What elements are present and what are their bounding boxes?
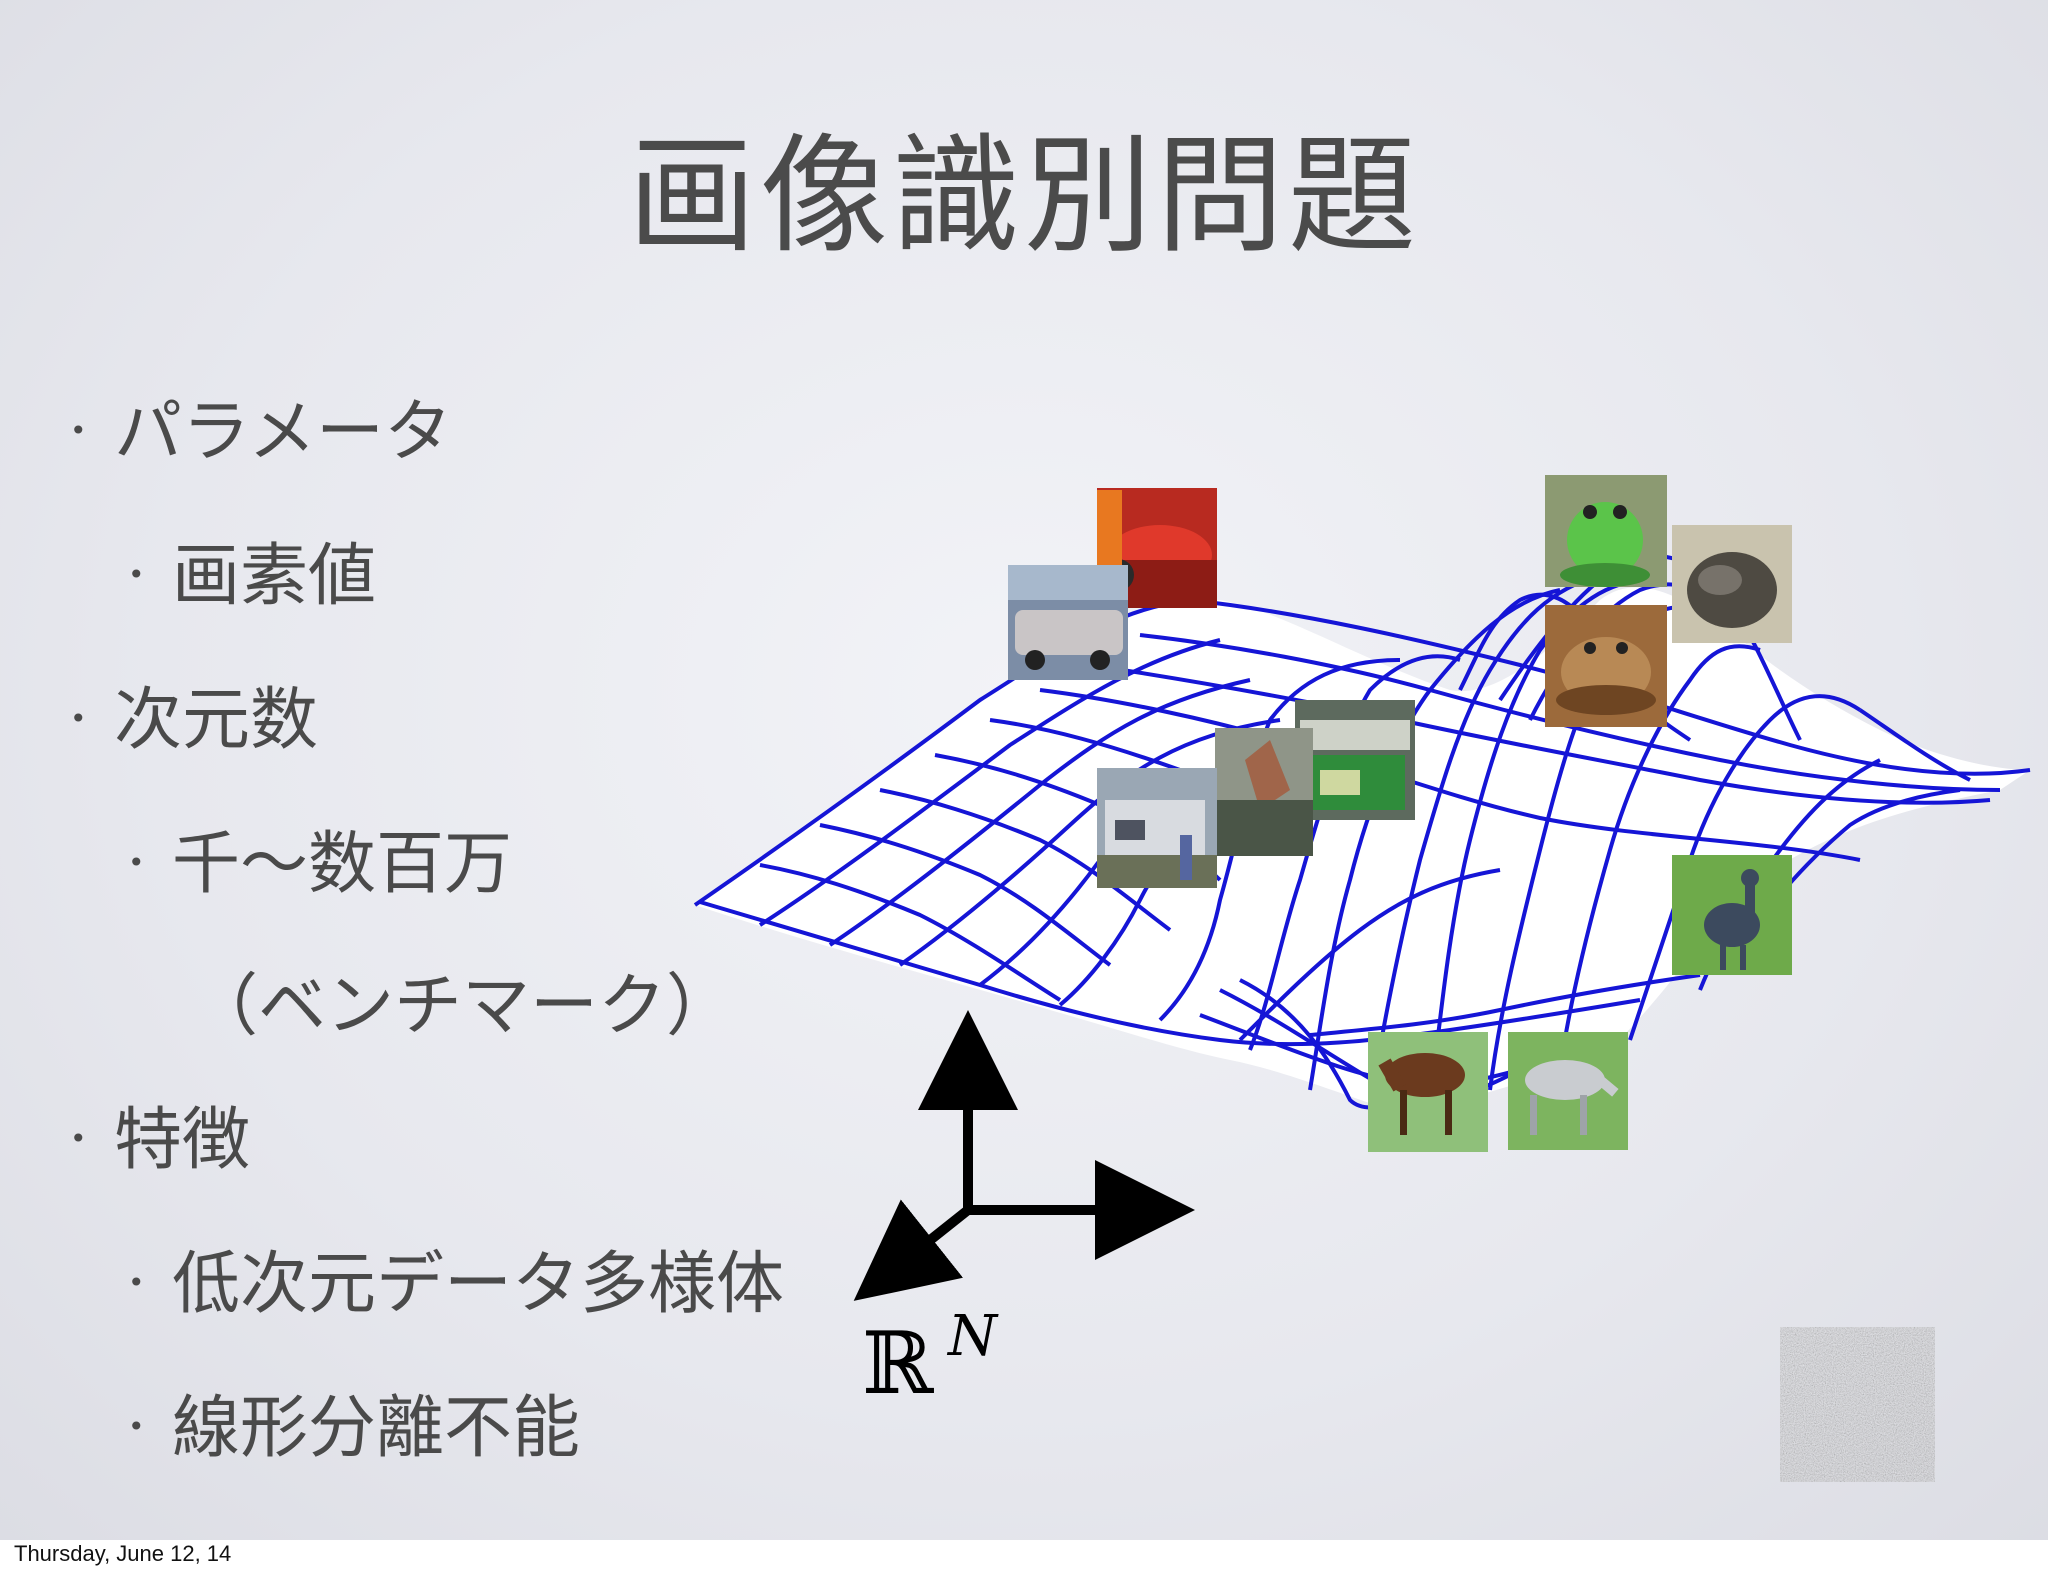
truck-crane-icon bbox=[1215, 728, 1313, 856]
manifold-figure: ℝ N bbox=[693, 475, 2031, 1482]
bullet-item: • 画素値 bbox=[128, 520, 376, 619]
bullet-item: • パラメータ bbox=[70, 376, 452, 475]
bullet-item: • 次元数 bbox=[70, 664, 318, 763]
bullet-text: 千〜数百万 bbox=[172, 825, 513, 904]
horse-white-icon bbox=[1508, 1032, 1628, 1150]
bullet-dot: • bbox=[128, 557, 145, 591]
space-label: ℝ bbox=[862, 1314, 934, 1414]
footer-date: Thursday, June 12, 14 bbox=[14, 1541, 232, 1566]
car-silver-icon bbox=[1008, 565, 1128, 680]
bullet-dot: • bbox=[70, 1121, 87, 1155]
slide: 画像識別問題 •パラメータ •画素値 •次元数 •千〜数百万 （ベンチマーク） … bbox=[0, 0, 2048, 1540]
bullet-item: • 特徴 bbox=[70, 1084, 250, 1183]
bullet-dot: • bbox=[128, 1265, 145, 1299]
bullet-text: 次元数 bbox=[114, 681, 319, 760]
frog-green-icon bbox=[1545, 475, 1667, 587]
truck-green-icon bbox=[1295, 700, 1415, 820]
bird-icon bbox=[1672, 855, 1792, 975]
truck-white-icon bbox=[1097, 768, 1217, 888]
bullet-text: 特徴 bbox=[114, 1101, 251, 1180]
frog-brown-icon bbox=[1545, 605, 1667, 727]
bullet-dot: • bbox=[128, 1409, 145, 1443]
bullet-item: • 低次元データ多様体 bbox=[128, 1228, 784, 1327]
bullet-text: 低次元データ多様体 bbox=[172, 1245, 785, 1324]
bullet-dot: • bbox=[128, 845, 145, 879]
bullet-item: • 千〜数百万 bbox=[128, 808, 512, 907]
bullet-continuation-text: （ベンチマーク） bbox=[190, 967, 735, 1046]
noise-icon bbox=[1780, 1327, 1935, 1482]
bullet-item: • 線形分離不能 bbox=[128, 1372, 580, 1471]
horse-brown-icon bbox=[1368, 1032, 1488, 1152]
bullet-dot: • bbox=[70, 413, 87, 447]
bullet-text: 画素値 bbox=[172, 537, 377, 616]
frog-grey-icon bbox=[1672, 525, 1792, 643]
space-superscript: N bbox=[946, 1304, 999, 1369]
bullet-text: パラメータ bbox=[114, 393, 452, 472]
slide-title: 画像識別問題 bbox=[627, 122, 1420, 271]
axes bbox=[853, 1010, 1195, 1301]
bullet-text: 線形分離不能 bbox=[172, 1389, 581, 1468]
footer-bar bbox=[0, 1540, 2048, 1576]
bullet-dot: • bbox=[70, 701, 87, 735]
